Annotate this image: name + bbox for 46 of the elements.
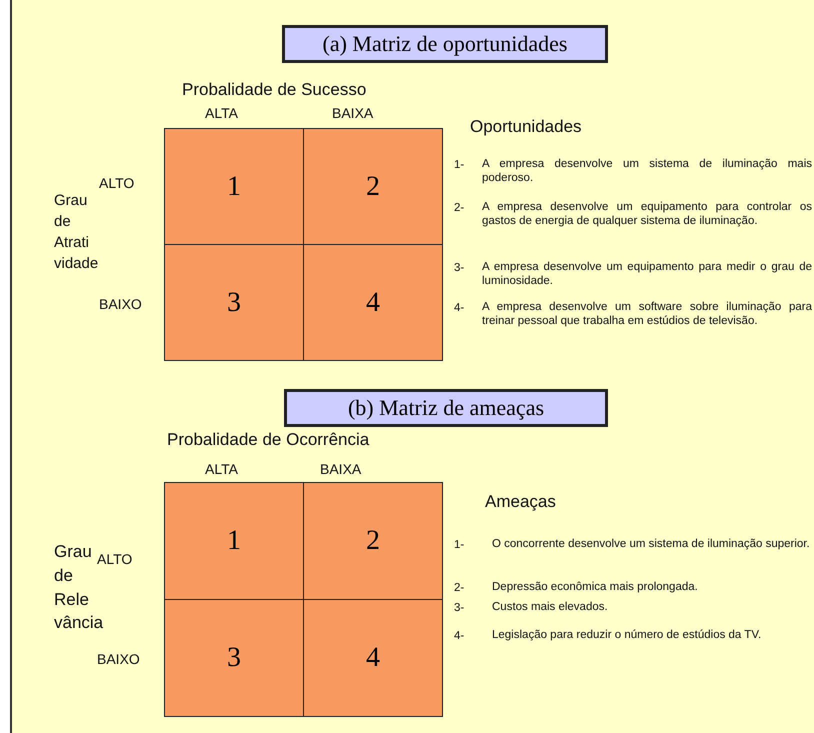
matrix-cell xyxy=(164,244,304,361)
list-item: A empresa desenvolve um sistema de iluminação mais poderoso. xyxy=(482,157,812,185)
cell-number: 1 xyxy=(227,170,241,202)
axis-title: Probalidade de Sucesso xyxy=(182,79,366,101)
item-number: 3- xyxy=(454,261,464,276)
axis-title: Grau de Atrati vidade xyxy=(54,191,100,274)
matrix-cell xyxy=(303,128,443,245)
matrix-cell xyxy=(303,599,443,717)
row-label: BAIXO xyxy=(99,295,142,314)
list-item: O concorrente desenvolve um sistema de iluminação superior. xyxy=(492,537,811,551)
matrix-cell xyxy=(303,244,443,361)
list-item: Legislação para reduzir o número de estúdios da TV. xyxy=(492,628,762,642)
list-item: A empresa desenvolve um software sobre iluminação para treinar pessoal que trabalha em estúdios de televisão. xyxy=(482,300,812,328)
list-item: A empresa desenvolve um equipamento para medir o grau de luminosidade. xyxy=(482,260,812,288)
cell-number: 2 xyxy=(366,170,380,202)
row-label: ALTO xyxy=(99,174,134,193)
matrix-title: (a) Matriz de oportunidades xyxy=(282,25,608,63)
list-item: Depressão econômica mais prolongada. xyxy=(492,580,699,594)
matrix-cell xyxy=(303,482,443,600)
cell-number: 1 xyxy=(227,525,241,557)
item-number: 3- xyxy=(454,601,464,616)
column-label: BAIXA xyxy=(320,460,362,479)
cell-number: 3 xyxy=(227,286,241,318)
item-number: 1- xyxy=(454,538,464,553)
cell-number: 2 xyxy=(366,525,380,557)
axis-title: Probalidade de Ocorrência xyxy=(167,429,370,451)
list-heading: Oportunidades xyxy=(470,116,582,138)
item-number: 2- xyxy=(454,581,464,596)
list-item: Custos mais elevados. xyxy=(492,600,609,614)
list-heading: Ameaças xyxy=(485,491,556,513)
column-label: ALTA xyxy=(205,460,238,479)
column-label: ALTA xyxy=(205,104,238,123)
item-number: 1- xyxy=(454,158,464,173)
cell-number: 3 xyxy=(227,642,241,674)
item-number: 4- xyxy=(454,301,464,316)
matrix-title: (b) Matriz de ameaças xyxy=(284,389,608,427)
matrix-cell xyxy=(164,128,304,245)
row-label: BAIXO xyxy=(97,650,140,669)
list-item: A empresa desenvolve um equipamento para controlar os gastos de energia de qualquer sistema de iluminação. xyxy=(482,200,812,228)
item-number: 2- xyxy=(454,201,464,216)
cell-number: 4 xyxy=(366,642,380,674)
item-number: 4- xyxy=(454,629,464,644)
matrix-cell xyxy=(164,599,304,717)
cell-number: 4 xyxy=(366,286,380,318)
column-label: BAIXA xyxy=(332,104,374,123)
matrix-cell xyxy=(164,482,304,600)
